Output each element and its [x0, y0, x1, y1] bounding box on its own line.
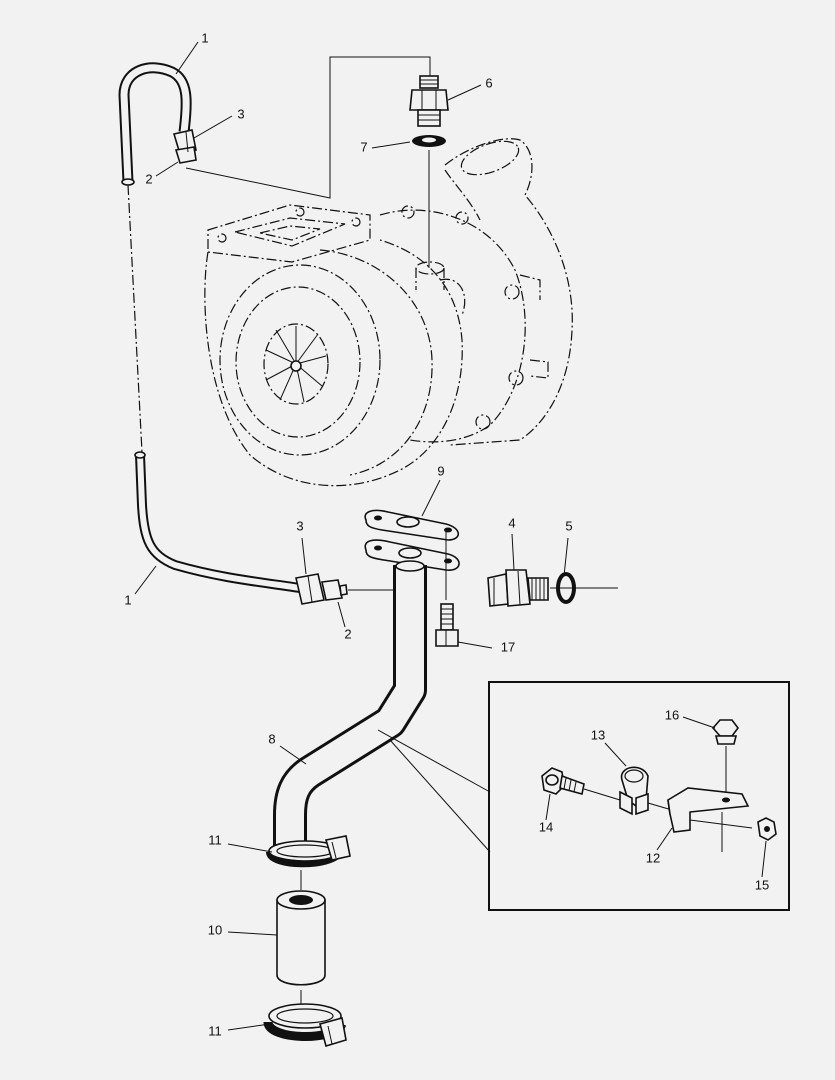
callout-10: 10 — [208, 922, 222, 937]
leader-lines — [134, 41, 767, 1031]
callout-1-upper: 1 — [201, 30, 208, 45]
callout-3-lower: 3 — [296, 518, 303, 533]
bolt-drain — [435, 603, 459, 647]
callout-11-upper: 11 — [208, 832, 222, 847]
rubber-hose — [276, 870, 326, 986]
connector-drain — [487, 569, 549, 607]
mounting-bracket — [667, 787, 753, 852]
callout-6: 6 — [485, 75, 492, 90]
hose-clamp-lower — [263, 1003, 347, 1048]
callout-16: 16 — [665, 707, 679, 722]
callout-2-upper: 2 — [145, 171, 152, 186]
leader-detail — [377, 729, 491, 793]
nut-bracket — [757, 817, 777, 841]
callout-7: 7 — [360, 139, 367, 154]
fitting-upper — [172, 129, 197, 164]
p-clip — [619, 766, 673, 816]
hose-clamp-upper — [266, 835, 351, 868]
bolt-clip — [541, 767, 621, 801]
callout-labels: 1 2 3 6 7 9 3 4 5 1 2 17 8 16 13 14 12 1… — [124, 30, 769, 1038]
callout-4: 4 — [508, 515, 515, 530]
callout-14: 14 — [539, 819, 553, 834]
callout-12: 12 — [646, 850, 660, 865]
leader-assembly-upper — [185, 56, 431, 199]
fitting-turbo-inlet — [409, 75, 449, 127]
oil-feed-pipe-upper — [118, 62, 192, 186]
drain-pipe — [273, 560, 427, 848]
bolt-bracket — [711, 719, 739, 796]
callout-2-lower: 2 — [344, 626, 351, 641]
callout-5: 5 — [565, 518, 572, 533]
oil-feed-pipe-lower — [134, 451, 301, 593]
fitting-lower — [295, 573, 348, 605]
callout-9: 9 — [437, 463, 444, 478]
turbocharger-housing — [204, 138, 573, 487]
gasket-upper — [364, 509, 460, 541]
centerline-pipe-left — [127, 184, 143, 453]
callout-3-upper: 3 — [237, 106, 244, 121]
callout-11-lower: 11 — [208, 1023, 222, 1038]
callout-1-lower: 1 — [124, 592, 131, 607]
leader-detail-2 — [389, 739, 491, 853]
callout-15: 15 — [755, 877, 769, 892]
callout-13: 13 — [591, 727, 605, 742]
callout-17: 17 — [501, 639, 515, 654]
callout-8: 8 — [268, 731, 275, 746]
washer-turbo-inlet — [412, 135, 446, 147]
detail-inset — [488, 681, 790, 911]
